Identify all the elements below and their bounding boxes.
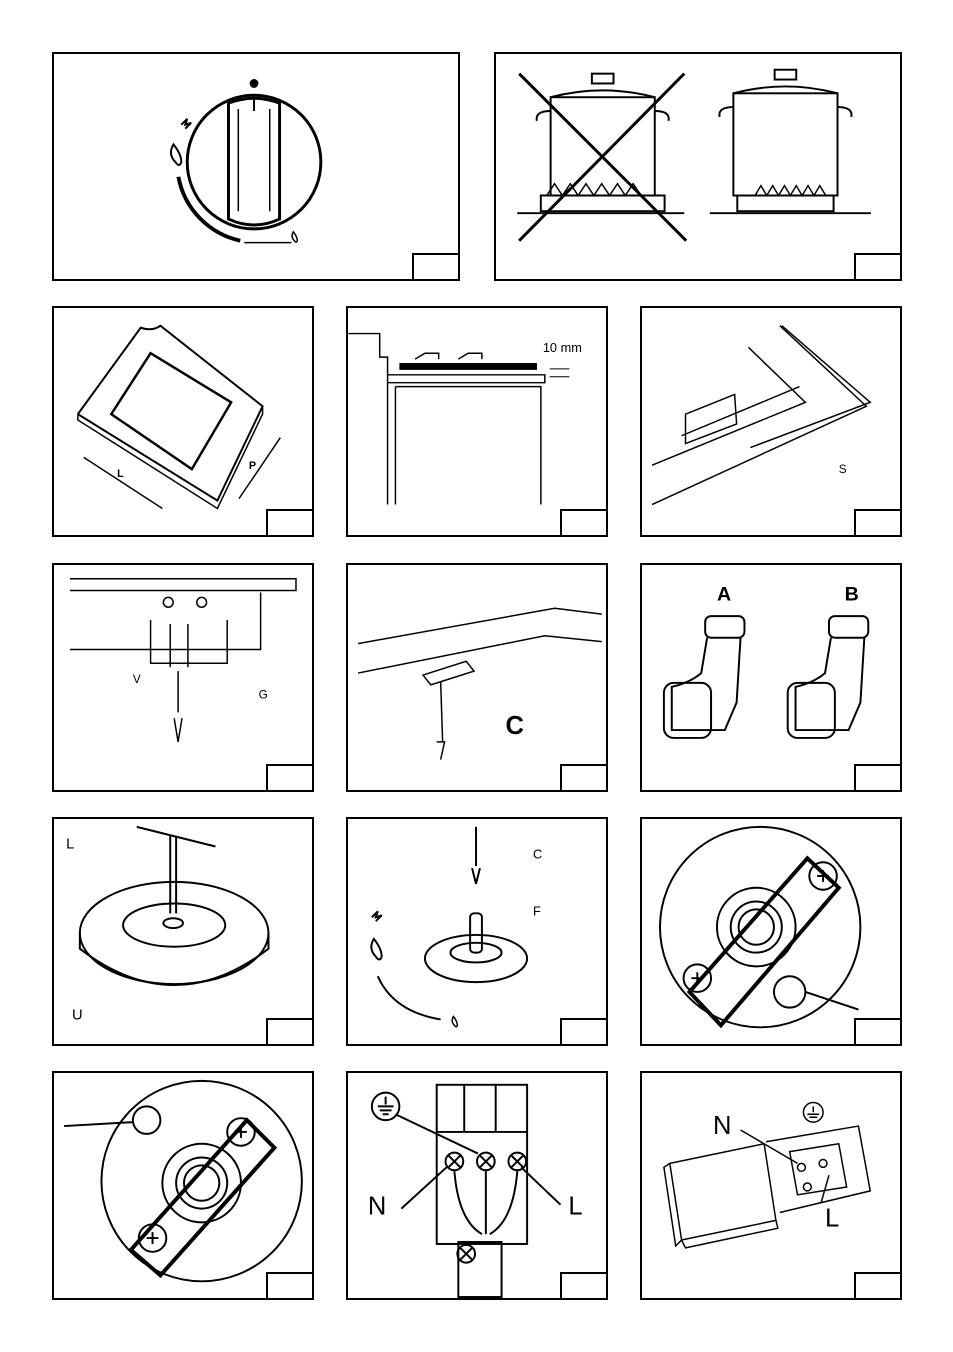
figure-number-box — [560, 764, 608, 792]
terminal-block-illustration: N L — [348, 1073, 606, 1298]
hole-width-label: L — [117, 468, 124, 480]
figure-tap-detail-right — [640, 817, 902, 1046]
figure-seal: S — [640, 306, 902, 537]
injector-label: U — [72, 1007, 83, 1023]
neutral-label: N — [368, 1192, 386, 1220]
small-flame-icon — [292, 232, 297, 242]
seal-illustration: S — [642, 308, 900, 535]
screwdriver-label: C — [533, 846, 542, 861]
figure-injector-key: L U — [52, 817, 314, 1046]
figure-number-box — [266, 764, 314, 792]
figure-number-box — [266, 509, 314, 537]
tap-detail-mirrored-illustration — [54, 1073, 312, 1298]
figure-number-box — [266, 1018, 314, 1046]
pan-illustration — [496, 54, 900, 279]
live-label: L — [825, 1204, 839, 1232]
tap-shaft-label: F — [533, 903, 541, 918]
off-dot-icon — [250, 79, 259, 88]
cutout-illustration: L P — [54, 308, 312, 535]
figure-number-box — [412, 253, 460, 281]
hole-depth-label: P — [249, 460, 256, 472]
figure-knob-positions — [52, 52, 460, 281]
bracket-label: G — [259, 689, 268, 702]
figure-tap-detail-left — [52, 1071, 314, 1300]
elbow-a-label: A — [717, 583, 731, 605]
clearance-illustration: 10 mm — [348, 308, 606, 535]
figure-number-box — [854, 253, 902, 281]
tap-detail-illustration — [642, 819, 900, 1044]
live-label: L — [568, 1192, 582, 1220]
large-flame-icon — [371, 939, 381, 960]
elbows-illustration: A B — [642, 565, 900, 790]
knob-illustration — [54, 54, 458, 279]
bracket-illustration: V G — [54, 565, 312, 790]
min-flame-illustration: C F — [348, 819, 606, 1044]
figure-number-box — [854, 764, 902, 792]
figure-number-box — [560, 1272, 608, 1300]
spark-icon — [372, 911, 382, 921]
clamp-illustration: C — [348, 565, 606, 790]
figure-number-box — [266, 1272, 314, 1300]
figure-terminal-block: N L — [346, 1071, 608, 1300]
figure-number-box — [854, 509, 902, 537]
clearance-label: 10 mm — [543, 340, 582, 355]
figure-pan-size — [494, 52, 902, 281]
figure-minimum-flame: C F — [346, 817, 608, 1046]
figure-bracket-screw: V G — [52, 563, 314, 792]
clamp-label: C — [505, 712, 523, 740]
terminal-box-illustration: N L — [642, 1073, 900, 1298]
small-flame-icon — [452, 1016, 457, 1026]
elbow-b-label: B — [845, 583, 859, 605]
large-flame-icon — [171, 144, 181, 165]
spark-icon — [181, 119, 191, 129]
neutral-label: N — [713, 1112, 731, 1140]
key-label: L — [66, 836, 74, 852]
figure-clearance: 10 mm — [346, 306, 608, 537]
seal-label: S — [839, 463, 847, 476]
figure-gas-elbows: A B — [640, 563, 902, 792]
figure-number-box — [854, 1018, 902, 1046]
figure-number-box — [854, 1272, 902, 1300]
figure-clamp: C — [346, 563, 608, 792]
figure-cutout-dimensions: L P — [52, 306, 314, 537]
figure-number-box — [560, 509, 608, 537]
screw-label: V — [133, 673, 141, 686]
figure-number-box — [560, 1018, 608, 1046]
injector-illustration: L U — [54, 819, 312, 1044]
figure-terminal-box: N L — [640, 1071, 902, 1300]
